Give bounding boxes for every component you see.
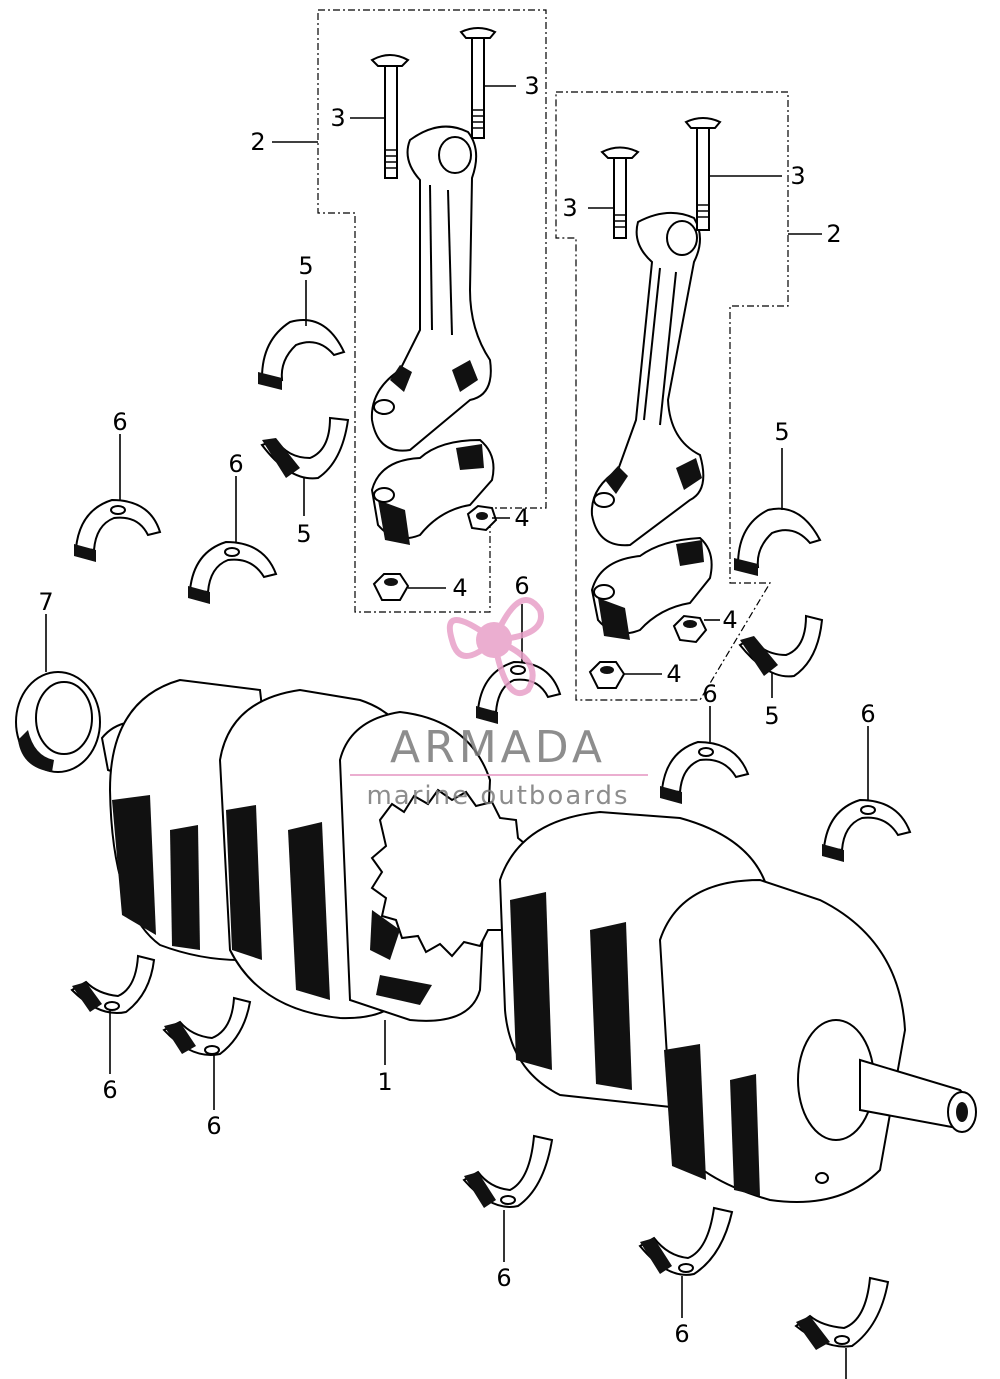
- watermark-tagline: marine outboards: [366, 781, 629, 811]
- connecting-rod-right: [590, 211, 705, 547]
- callout-6-g: 6: [206, 1112, 221, 1140]
- callout-2-left: 2: [250, 128, 265, 156]
- rod-cap-left: [370, 438, 495, 545]
- callout-6-c: 6: [514, 572, 529, 600]
- rod-bolt-left-1: [370, 54, 410, 179]
- rod-bolt-right-2: [684, 117, 722, 231]
- rod-assembly-left-outline: [317, 9, 547, 613]
- rod-assembly-right-outline: [555, 91, 789, 701]
- callout-5-lower-left: 5: [296, 520, 311, 548]
- callout-5-upper-left: 5: [298, 252, 313, 280]
- callout-6-d: 6: [702, 680, 717, 708]
- callout-6-i: 6: [674, 1320, 689, 1348]
- main-bearing-shell-upper-2: [188, 540, 278, 604]
- callout-6-a: 6: [112, 408, 127, 436]
- main-bearing-shell-lower-1: [70, 954, 156, 1014]
- callout-3-left-1: 3: [330, 104, 345, 132]
- callout-5-lower-right: 5: [764, 702, 779, 730]
- callout-4-left-1: 4: [514, 504, 529, 532]
- watermark-brand: ARMADA: [390, 722, 606, 773]
- main-bearing-shell-upper-3: [476, 660, 562, 724]
- crankshaft: [100, 678, 977, 1203]
- callout-2-right: 2: [826, 220, 841, 248]
- rod-nut-left-1: [466, 504, 498, 532]
- main-bearing-shell-lower-3: [462, 1134, 554, 1208]
- main-bearing-shell-upper-4: [660, 740, 750, 804]
- callout-6-e: 6: [860, 700, 875, 728]
- rod-bearing-shell-5-upper-left: [258, 319, 346, 390]
- callout-4-right-1: 4: [722, 606, 737, 634]
- rod-bearing-shell-5-upper-right: [734, 507, 822, 576]
- rod-nut-right-2: [588, 661, 626, 689]
- callout-6-f: 6: [102, 1076, 117, 1104]
- leader-lines: [45, 85, 869, 1379]
- callout-1: 1: [377, 1068, 392, 1096]
- callout-5-upper-right: 5: [774, 418, 789, 446]
- callout-6-h: 6: [496, 1264, 511, 1292]
- propeller-logo-icon: [446, 597, 544, 697]
- rod-nut-left-2: [372, 573, 410, 601]
- main-bearing-shell-lower-2: [162, 996, 252, 1056]
- watermark: ARMADA marine outboards: [350, 597, 648, 811]
- main-bearing-shell-lower-5: [794, 1276, 890, 1350]
- callout-3-right-1: 3: [562, 194, 577, 222]
- callout-labels: 1 2 2 3 3 3 3 4 4 4 4 5 5 5 5 6 6 6 6 6 …: [38, 72, 875, 1348]
- main-bearing-shell-lower-4: [638, 1206, 734, 1276]
- callout-4-right-2: 4: [666, 660, 681, 688]
- callout-6-b: 6: [228, 450, 243, 478]
- main-bearing-shell-upper-5: [822, 798, 912, 862]
- callout-7: 7: [38, 588, 53, 616]
- callout-3-left-2: 3: [524, 72, 539, 100]
- main-bearing-shell-upper-1: [74, 498, 162, 562]
- rod-bolt-right-1: [600, 146, 640, 239]
- connecting-rod-left: [370, 125, 492, 452]
- callout-3-right-2: 3: [790, 162, 805, 190]
- oil-seal: [15, 671, 101, 773]
- rod-cap-right: [590, 536, 713, 640]
- rod-bolt-left-2: [459, 27, 497, 139]
- rod-nut-right-1: [672, 614, 708, 644]
- callout-4-left-2: 4: [452, 574, 467, 602]
- rod-bearing-shell-5-lower-right: [738, 614, 824, 678]
- rod-bearing-shell-5-lower-left: [260, 416, 350, 480]
